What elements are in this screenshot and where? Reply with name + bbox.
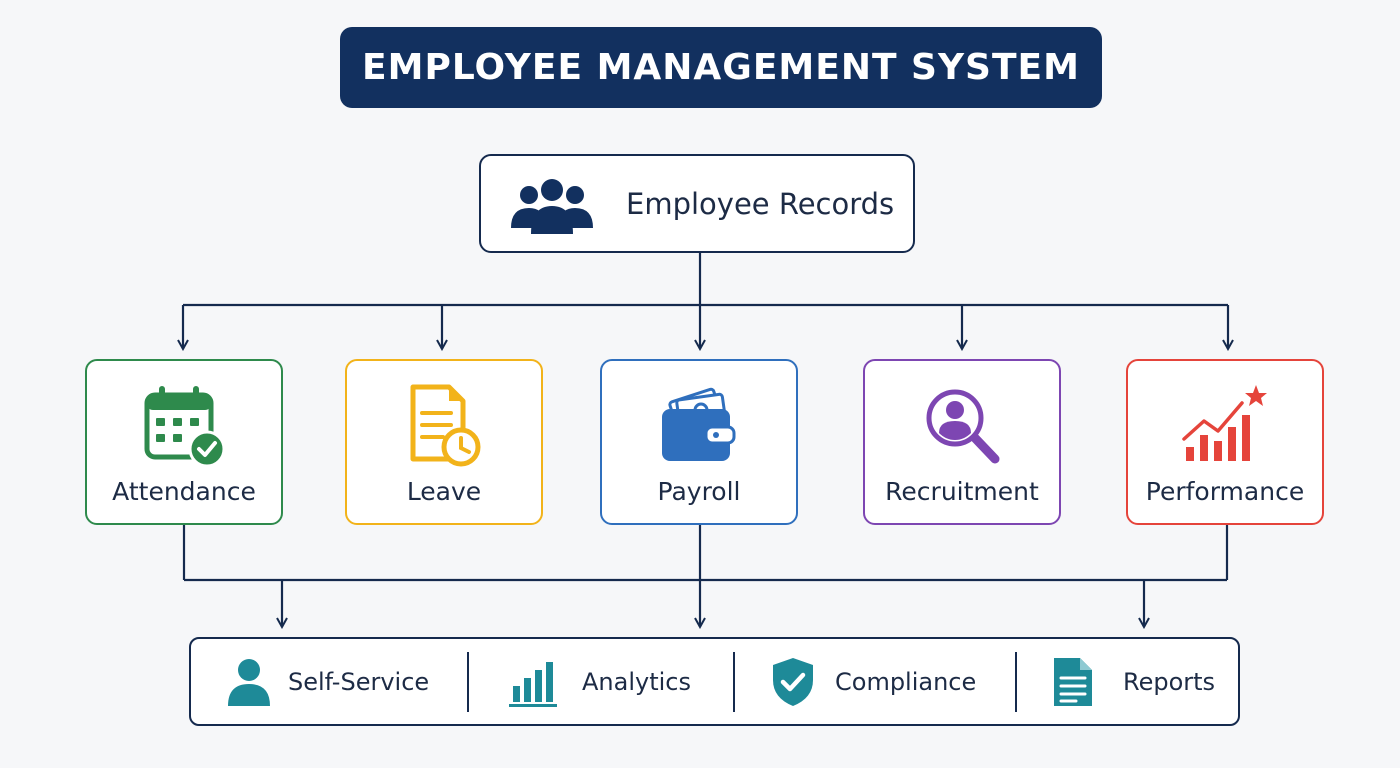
- divider: [733, 652, 735, 712]
- document-clock-icon: [410, 384, 481, 467]
- service-label: Self-Service: [288, 667, 430, 696]
- calendar-check-icon: [144, 386, 226, 468]
- growth-chart-icon: [1182, 385, 1267, 461]
- services-bar: Self-Service Analytics Compliance: [189, 637, 1240, 726]
- search-person-icon: [926, 389, 1000, 464]
- divider: [467, 652, 469, 712]
- module-payroll[interactable]: Payroll: [600, 359, 798, 525]
- title-banner: EMPLOYEE MANAGEMENT SYSTEM: [340, 27, 1102, 108]
- user-icon: [228, 659, 270, 706]
- document-lines-icon: [1054, 658, 1092, 706]
- wallet-icon: [662, 387, 736, 461]
- service-label: Analytics: [582, 667, 691, 696]
- module-label: Leave: [406, 477, 482, 506]
- module-leave[interactable]: Leave: [345, 359, 543, 525]
- module-label: Payroll: [657, 477, 741, 506]
- service-compliance[interactable]: Compliance: [735, 639, 1015, 724]
- people-group-icon: [511, 179, 593, 234]
- service-label: Reports: [1123, 667, 1216, 696]
- employee-records-node[interactable]: Employee Records: [479, 154, 915, 253]
- service-analytics[interactable]: Analytics: [469, 639, 733, 724]
- service-label: Compliance: [835, 667, 977, 696]
- service-reports[interactable]: Reports: [1017, 639, 1237, 724]
- module-recruitment[interactable]: Recruitment: [863, 359, 1061, 525]
- divider: [1015, 652, 1017, 712]
- page-title: EMPLOYEE MANAGEMENT SYSTEM: [362, 47, 1080, 88]
- service-self-service[interactable]: Self-Service: [191, 639, 467, 724]
- bar-chart-icon: [509, 662, 557, 707]
- module-label: Attendance: [112, 477, 256, 506]
- module-label: Performance: [1145, 477, 1305, 506]
- module-performance[interactable]: Performance: [1126, 359, 1324, 525]
- employee-records-label: Employee Records: [626, 186, 895, 221]
- module-label: Recruitment: [885, 477, 1039, 506]
- module-attendance[interactable]: Attendance: [85, 359, 283, 525]
- shield-check-icon: [773, 658, 813, 706]
